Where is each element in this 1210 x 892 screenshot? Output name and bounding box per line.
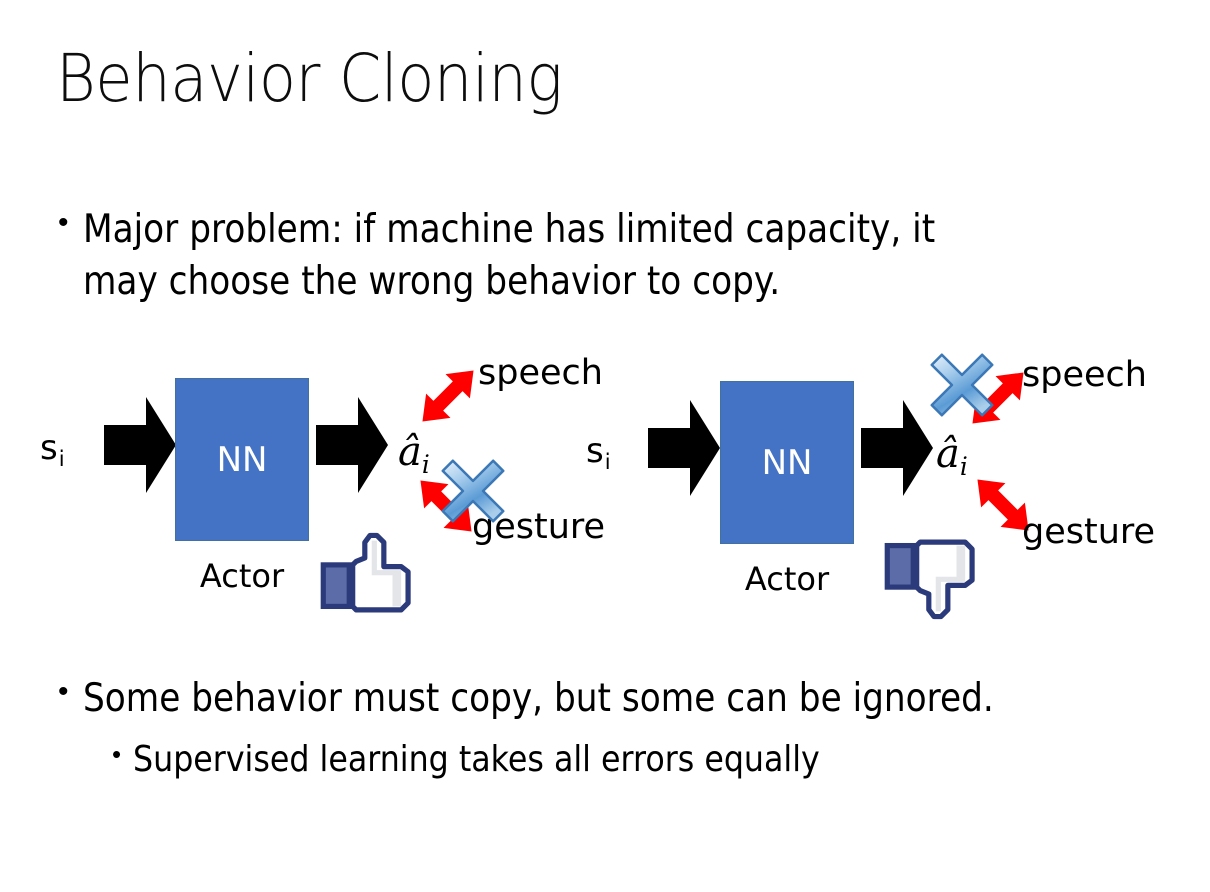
cross-out-gesture-icon <box>437 455 509 532</box>
input-state-subscript: i <box>58 446 65 471</box>
flow-arrow-out-left <box>316 395 388 500</box>
output-action-subscript: i <box>421 450 430 479</box>
output-action-subscript: i <box>959 452 968 481</box>
bullet-marker-icon: • <box>58 675 69 708</box>
flow-arrow-in-right <box>648 398 720 503</box>
bullet-text-supervised: Supervised learning takes all errors equ… <box>133 739 820 780</box>
nn-box-left: NN <box>175 378 309 541</box>
input-state-symbol: s <box>40 428 58 468</box>
double-arrow-gesture-right-icon <box>960 462 1046 553</box>
bullet-marker-icon: • <box>112 739 122 769</box>
bullet-item-some: • Some behavior must copy, but some can … <box>58 673 1158 725</box>
actor-caption-right: Actor <box>744 560 830 598</box>
output-action-label-left: âi <box>398 429 430 477</box>
thumbs-down-icon <box>882 530 986 625</box>
nn-box-label-left: NN <box>216 439 268 480</box>
output-action-symbol: â <box>936 431 960 477</box>
cross-out-speech-icon <box>926 349 998 426</box>
bullet-item-problem: • Major problem: if machine has limited … <box>58 204 1138 308</box>
bullet-text-some: Some behavior must copy, but some can be… <box>82 676 994 721</box>
input-state-subscript: i <box>604 449 611 474</box>
double-arrow-speech-left-icon <box>405 353 491 444</box>
output-label-gesture-right: gesture <box>1022 512 1156 552</box>
bullet-marker-icon: • <box>58 206 69 239</box>
nn-box-right: NN <box>720 381 854 544</box>
input-state-label-left: si <box>40 428 65 469</box>
thumbs-up-icon <box>318 532 422 627</box>
input-state-symbol: s <box>586 431 604 471</box>
bullet-text-problem: Major problem: if machine has limited ca… <box>82 207 935 304</box>
bullet-item-supervised: • Supervised learning takes all errors e… <box>112 736 1162 784</box>
output-label-speech-right: speech <box>1022 355 1147 395</box>
output-action-label-right: âi <box>936 431 968 479</box>
output-action-symbol: â <box>398 429 422 475</box>
nn-box-label-right: NN <box>761 442 813 483</box>
output-label-speech-left: speech <box>478 353 603 393</box>
input-state-label-right: si <box>586 431 611 472</box>
actor-caption-left: Actor <box>199 557 285 595</box>
page-title: Behavior Cloning <box>56 40 563 117</box>
flow-arrow-out-right <box>861 398 933 503</box>
double-arrow-gesture-left-icon <box>403 463 489 554</box>
flow-arrow-in-left <box>104 395 176 500</box>
